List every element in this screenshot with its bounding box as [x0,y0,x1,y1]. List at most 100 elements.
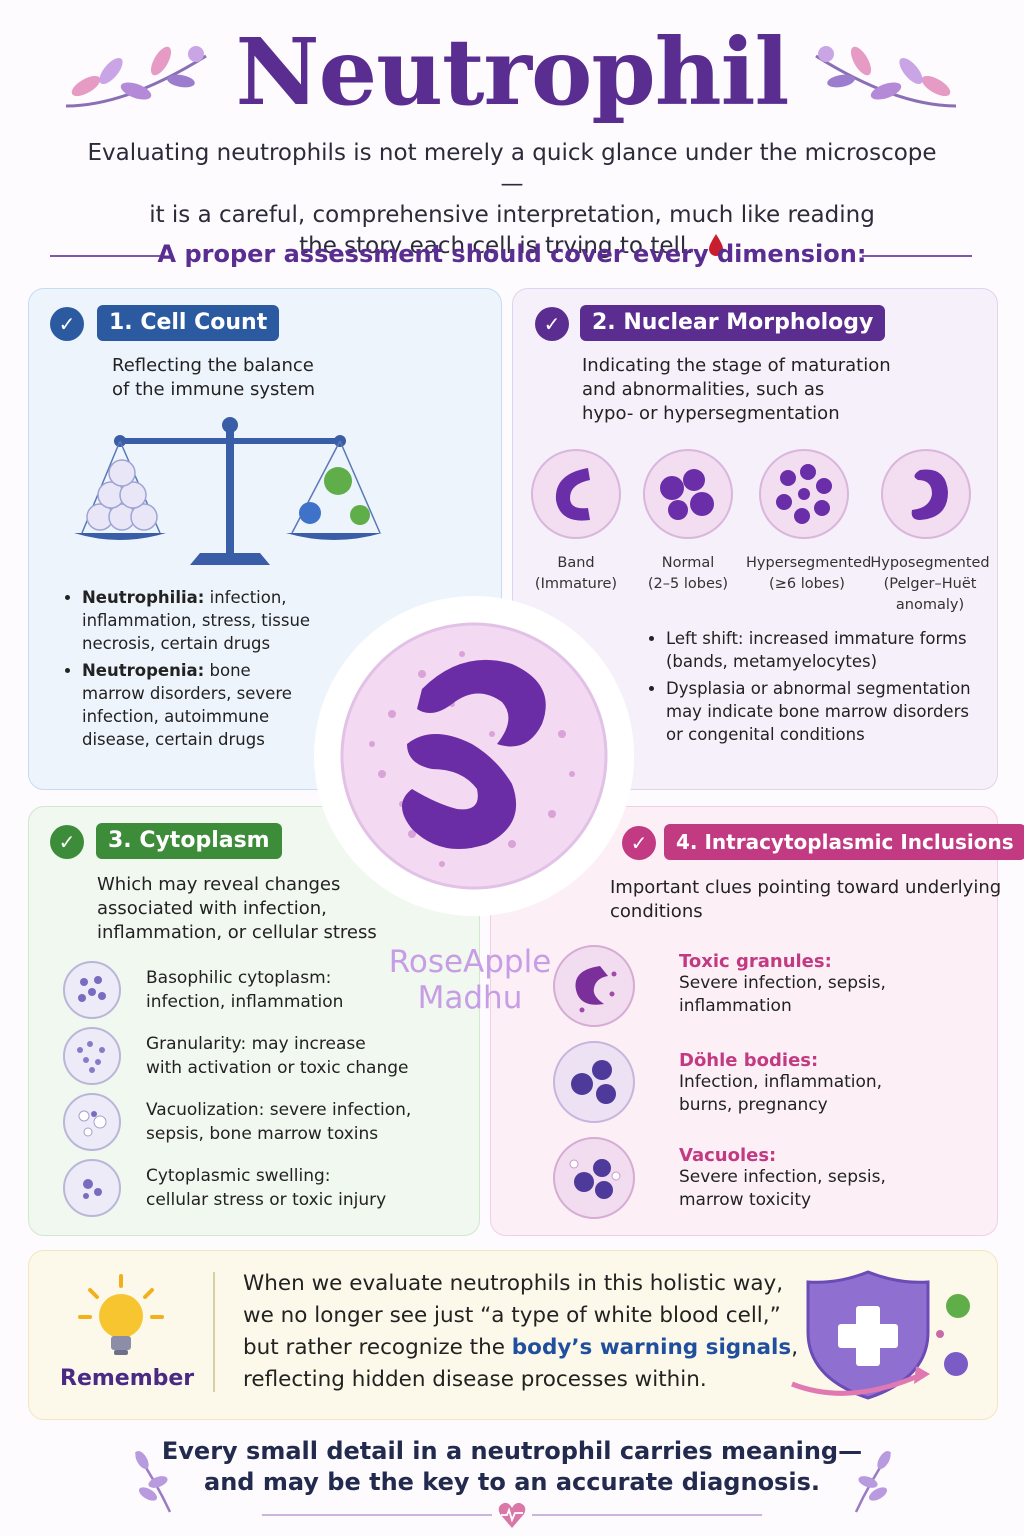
nuclear-bullets: Left shift: increased immature forms (ba… [646,627,976,750]
cell-detail: (Pelger–Huët [883,576,977,592]
remember-line: but rather recognize the body’s warning … [243,1332,803,1364]
normal-cell-icon [643,449,733,539]
remember-text: When we evaluate neutrophils in this hol… [243,1268,803,1396]
bullet-label: Neutropenia: [82,661,205,680]
divider [532,1514,762,1516]
nuclear-morphology-title: 2. Nuclear Morphology [580,305,886,341]
cytoplasm-item: Basophilic cytoplasm:infection, inflamma… [146,966,343,1014]
footer-line: and may be the key to an accurate diagno… [204,1468,820,1496]
inclusion-text: inflammation [679,996,792,1016]
band-cell-icon [531,449,621,539]
remember-line: we no longer see just “a type of white b… [243,1303,781,1328]
list-item: Dysplasia or abnormal segmentation may i… [666,677,976,746]
cell-name: Band [557,555,595,571]
divider [862,255,972,257]
cell-count-bullets: Neutrophilia: infection, inflammation, s… [62,586,312,755]
cell-extra: anomaly) [895,597,965,613]
nuclear-subtitle: Indicating the stage of maturation and a… [582,354,891,426]
intro-line: the story each cell is trying to tell. [80,231,944,262]
inclusion-item: Toxic granules:Severe infection, sepsis,… [679,951,886,1018]
inclusion-text: Infection, inflammation, [679,1072,883,1092]
subtitle-line: conditions [610,901,703,922]
cell-detail: (Immature) [534,576,618,592]
intro-line: it is a careful, comprehensive interpret… [149,202,875,228]
item-line: Granularity: may increase [146,1034,366,1054]
divider [213,1272,215,1392]
balance-scale-icon [74,417,382,565]
check-icon: ✓ [50,307,84,341]
intro-line: Evaluating neutrophils is not merely a q… [87,140,937,197]
warning-signals-highlight: body’s warning signals [511,1335,792,1360]
item-line: Vacuolization: severe infection, [146,1100,412,1120]
cell-count-subtitle: Reflecting the balance of the immune sys… [112,354,315,402]
cell-count-title: 1. Cell Count [97,305,280,341]
subtitle-line: and abnormalities, such as [582,379,825,400]
cell-name: Hypersegmented [746,555,872,571]
item-line: with activation or toxic change [146,1058,409,1078]
divider [50,255,160,257]
subtitle-line: Important clues pointing toward underlyi… [610,877,1002,898]
nuclear-cell-label: Band (Immature) [520,553,632,595]
list-item: Left shift: increased immature forms (ba… [666,627,976,673]
footer-text: Every small detail in a neutrophil carri… [0,1436,1024,1498]
heart-icon [498,1502,526,1528]
subtitle-line: inflammation, or cellular stress [97,922,377,943]
inclusion-title: Döhle bodies: [679,1050,819,1071]
cytoplasm-item: Granularity: may increase with activation… [146,1032,409,1080]
nuclear-cell-label: Hyposegmented (Pelger–Huët anomaly) [868,553,992,616]
bullet-text: bone marrow disorders, severe infection,… [82,661,292,749]
nuclear-cell-label: Normal (2–5 lobes) [632,553,744,595]
divider [262,1514,492,1516]
toxic-granules-icon [553,945,635,1027]
bullet-text: infection, inflammation, stress, tissue … [82,588,311,653]
neutrophil-illustration [314,596,634,916]
inclusion-item: Döhle bodies:Infection, inflammation, bur… [679,1050,882,1117]
granularity-cell-icon [63,1027,121,1085]
intro-line-text: the story each cell is trying to tell. [299,233,694,259]
remember-line: reflecting hidden disease processes with… [243,1367,707,1392]
watermark: RoseApple Madhu [370,944,570,1016]
flower-decoration-icon [65,46,207,108]
list-item: Neutropenia: bone marrow disorders, seve… [82,659,312,751]
inclusion-text: Severe infection, sepsis, [679,973,886,993]
subtitle-line: associated with infection, [97,898,327,919]
dohle-bodies-icon [553,1041,635,1123]
leaf-decoration-icon [134,1450,172,1513]
bullet-label: Neutrophilia: [82,588,205,607]
check-icon: ✓ [622,826,656,860]
inclusion-text: marrow toxicity [679,1190,812,1210]
hypersegmented-cell-icon [759,449,849,539]
vacuolization-cell-icon [63,1093,121,1151]
watermark-line: RoseApple [388,944,552,980]
subtitle-line: Reflecting the balance [112,355,314,376]
inclusions-title: 4. Intracytoplasmic Inclusions [664,824,1024,860]
cytoplasm-title: 3. Cytoplasm [96,823,282,859]
subtitle-line: Which may reveal changes [97,874,341,895]
item-line: Cytoplasmic swelling: [146,1166,331,1186]
item-line: sepsis, bone marrow toxins [146,1124,379,1144]
assessment-heading: A proper assessment should cover every d… [157,240,867,268]
cytoplasm-item: Cytoplasmic swelling: cellular stress or … [146,1164,386,1212]
swelling-cell-icon [63,1159,121,1217]
item-line: infection, inflammation [146,992,344,1012]
check-icon: ✓ [50,825,84,859]
remember-text-pre: but rather recognize the [243,1335,512,1360]
cell-name: Normal [661,555,715,571]
subtitle-line: of the immune system [112,379,316,400]
inclusion-text: burns, pregnancy [679,1095,828,1115]
cell-detail: (≥6 lobes) [769,576,845,592]
footer-line: Every small detail in a neutrophil carri… [161,1437,863,1465]
cytoplasm-item: Vacuolization: severe infection, sepsis, … [146,1098,411,1146]
inclusion-title: Vacuoles: [679,1145,777,1166]
inclusion-item: Vacuoles:Severe infection, sepsis, marrow… [679,1145,886,1212]
flower-decoration-icon [815,46,957,108]
basophilic-cell-icon [63,961,121,1019]
item-line: cellular stress or toxic injury [146,1190,387,1210]
list-item: Neutrophilia: infection, inflammation, s… [82,586,312,655]
leaf-decoration-icon [854,1450,892,1513]
watermark-line: Madhu [417,980,523,1016]
blood-drop-icon [708,234,723,256]
inclusion-text: Severe infection, sepsis, [679,1167,886,1187]
remember-label: Remember [60,1366,195,1391]
cell-name: Hyposegmented [870,555,990,571]
